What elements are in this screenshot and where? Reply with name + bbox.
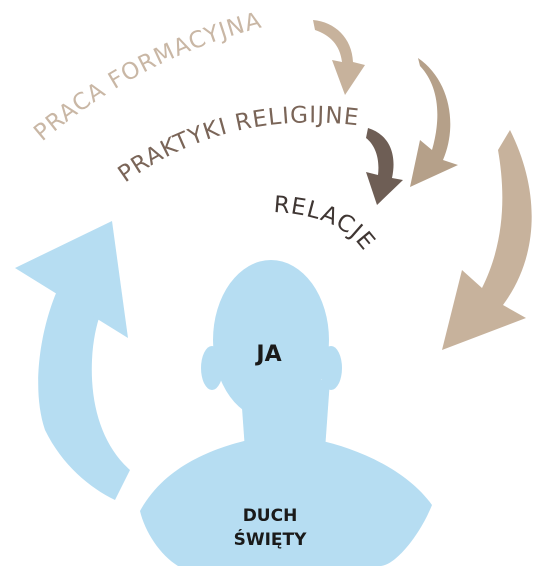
praktyki-religijne-text: PRAKTYKI RELIGIJNE [114,102,360,187]
brown-arrows [313,20,532,350]
silhouette-head [213,260,329,420]
silhouette-shoulders [140,440,432,566]
arrow-large [442,130,532,350]
silhouette-left-ear [201,346,223,390]
label-ja: JA [254,342,281,367]
label-praktyki-religijne: PRAKTYKI RELIGIJNE [114,102,361,187]
arrow-relacje [366,128,403,205]
label-relacje: RELACJE [273,192,380,256]
arrow-praca [313,20,365,95]
blue-cycle-arrow [15,221,130,500]
arrow-praktyki [410,58,458,187]
label-duch: DUCH [243,506,298,526]
label-swiety: ŚWIĘTY [234,528,308,550]
blue-arrow-head [15,221,128,338]
relacje-text: RELACJE [273,192,379,256]
person-silhouette [140,260,432,566]
blue-arrow-body [38,262,130,500]
silhouette-right-ear [320,346,342,390]
